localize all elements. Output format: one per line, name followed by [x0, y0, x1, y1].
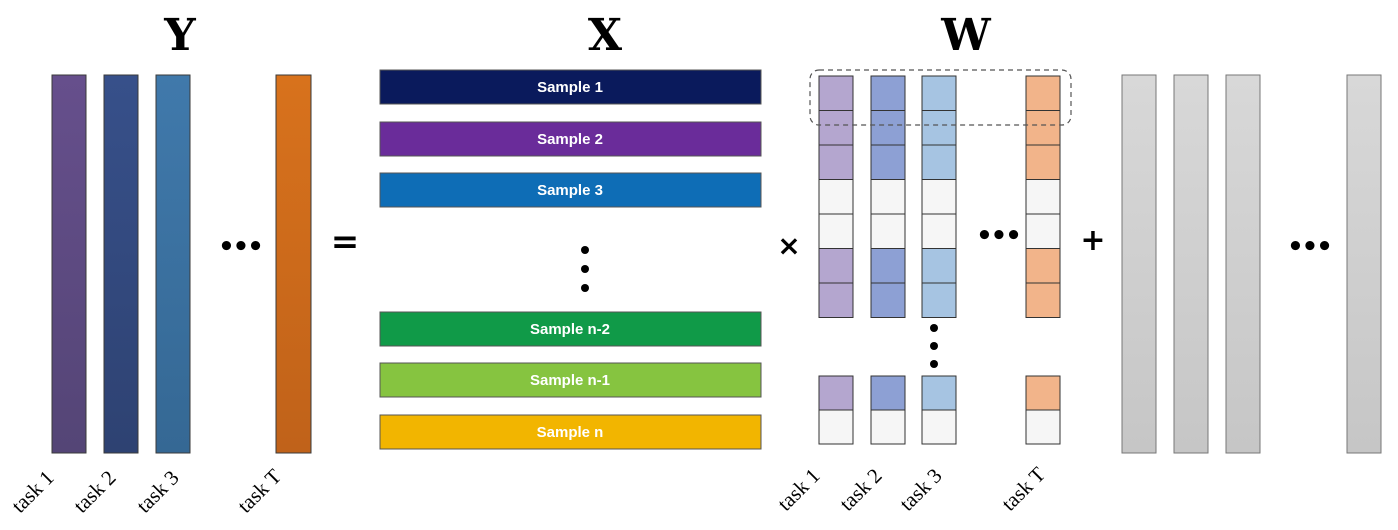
w-cell-task-T [1025, 213, 1061, 249]
w-cell-task-2 [870, 282, 906, 318]
y-task-label-2: task 2 [69, 466, 121, 518]
w-cell-task-2 [870, 110, 906, 146]
w-task-label-1: task 1 [773, 464, 825, 516]
w-cell-task-T [1025, 282, 1061, 318]
noise-column [1225, 74, 1261, 454]
x-sample-label: Sample n-2 [530, 321, 610, 338]
x-sample-label: Sample n [537, 424, 604, 441]
w-cell-task-2 [870, 248, 906, 284]
w-cell-task-T [1025, 179, 1061, 215]
w-cell-task-3 [921, 179, 957, 215]
x-sample-bar [379, 414, 762, 450]
w-cell-task-1 [818, 110, 854, 146]
x-sample-row: Sample n-2 [379, 311, 762, 347]
w-cell-task-1 [818, 282, 854, 318]
w-cell-task-T [1025, 110, 1061, 146]
x-sample-label: Sample 2 [537, 131, 603, 148]
w-cell-task-T [1025, 409, 1061, 445]
x-sample-row: Sample 3 [379, 172, 762, 208]
w-cell-task-T [1025, 375, 1061, 411]
w-cell-task-2 [870, 375, 906, 411]
w-task-label-T: task T [997, 462, 1051, 516]
y-column-task-3 [155, 74, 191, 454]
x-sample-label: Sample 1 [537, 79, 603, 96]
w-task-label-2: task 2 [835, 464, 887, 516]
x-sample-row: Sample 2 [379, 121, 762, 157]
w-cell-task-1 [818, 213, 854, 249]
w-cell-task-1 [818, 75, 854, 111]
noise-column [1346, 74, 1382, 454]
x-sample-bar [379, 121, 762, 157]
w-cell-task-T [1025, 75, 1061, 111]
w-cell-task-3 [921, 248, 957, 284]
x-sample-bar [379, 362, 762, 398]
x-sample-bar [379, 172, 762, 208]
w-cell-task-2 [870, 144, 906, 180]
noise-column [1173, 74, 1209, 454]
w-ellipsis: ••• [976, 221, 1020, 251]
w-cell-task-2 [870, 409, 906, 445]
x-sample-bar [379, 69, 762, 105]
x-sample-row: Sample 1 [379, 69, 762, 105]
x-vertical-ellipsis [581, 246, 589, 292]
w-vertical-ellipsis [930, 324, 938, 368]
x-sample-row: Sample n [379, 414, 762, 450]
y-column-task-T [275, 74, 312, 454]
y-task-label-1: task 1 [7, 466, 59, 518]
w-cell-task-T [1025, 144, 1061, 180]
w-task-label-3: task 3 [895, 464, 947, 516]
y-task-label-3: task 3 [132, 466, 184, 518]
y-column-task-2 [103, 74, 139, 454]
w-cell-task-3 [921, 110, 957, 146]
equals-sign: = [331, 222, 360, 262]
w-cell-task-1 [818, 179, 854, 215]
w-matrix [818, 75, 1061, 445]
y-title: Y [163, 10, 196, 61]
w-cell-task-3 [921, 75, 957, 111]
y-task-label-T: task T [233, 464, 287, 518]
w-cell-task-2 [870, 213, 906, 249]
noise-column [1121, 74, 1157, 454]
w-cell-task-T [1025, 248, 1061, 284]
w-cell-task-3 [921, 375, 957, 411]
times-sign: × [777, 229, 800, 262]
w-cell-task-2 [870, 75, 906, 111]
w-cell-task-3 [921, 213, 957, 249]
w-title: W [940, 10, 991, 61]
plus-sign: + [1080, 223, 1105, 258]
w-cell-task-1 [818, 409, 854, 445]
w-cell-task-2 [870, 179, 906, 215]
w-cell-task-3 [921, 282, 957, 318]
w-cell-task-1 [818, 375, 854, 411]
shared-feature-highlight [809, 69, 1072, 126]
x-sample-bar [379, 311, 762, 347]
x-sample-label: Sample 3 [537, 182, 603, 199]
w-cell-task-1 [818, 144, 854, 180]
y-ellipsis: ••• [218, 232, 262, 262]
w-cell-task-1 [818, 248, 854, 284]
noise-ellipsis: ••• [1287, 232, 1331, 262]
x-sample-label: Sample n-1 [530, 372, 610, 389]
y-column-task-1 [51, 74, 87, 454]
x-title: X [588, 10, 623, 61]
w-cell-task-3 [921, 409, 957, 445]
x-sample-row: Sample n-1 [379, 362, 762, 398]
w-cell-task-3 [921, 144, 957, 180]
